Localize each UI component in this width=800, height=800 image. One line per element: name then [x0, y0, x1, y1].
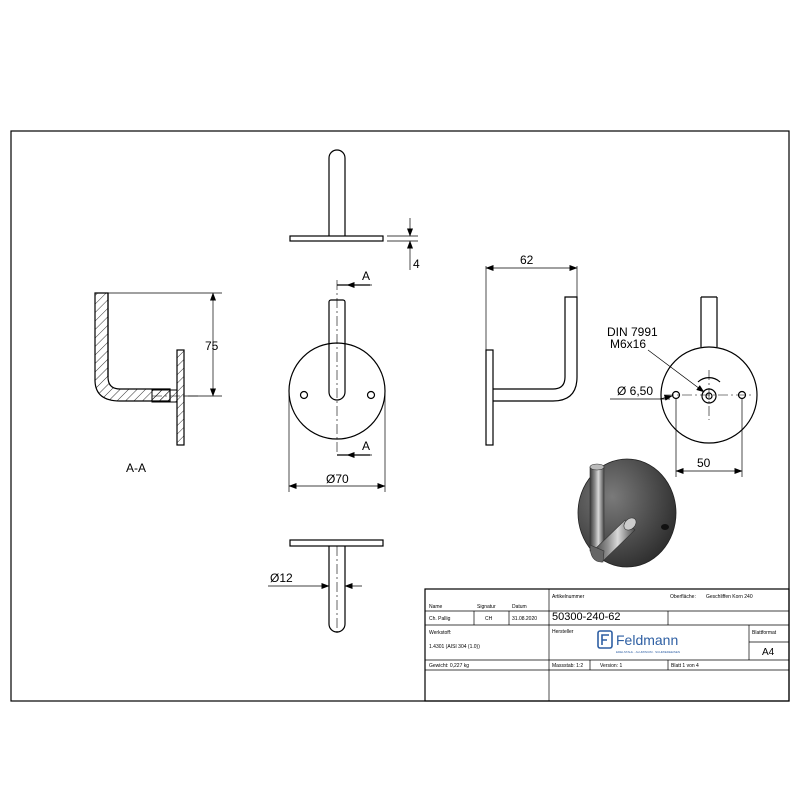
- side-view: 62: [485, 253, 578, 446]
- tb-header-surface: Oberfläche:: [670, 594, 696, 600]
- front-view: A A Ø70: [288, 269, 386, 492]
- front-view-hole-right: [366, 390, 376, 400]
- logo-tagline: EDELSTAHL · ALUMINIUM · SCHMIEDEEISEN: [616, 650, 680, 654]
- tb-header-manufacturer: Hersteller: [552, 629, 574, 635]
- tb-value-material: 1.4301 (AISI 304 (1.0)): [429, 644, 480, 650]
- tb-sheet: Blatt 1 von 4: [671, 663, 699, 669]
- sheet-frame: [10, 130, 790, 702]
- tb-header-sheet-format: Blattformat: [752, 630, 777, 636]
- render-rod: [589, 466, 605, 552]
- tb-value-surface: Geschliffen Korn 240: [706, 594, 753, 600]
- isometric-render: [577, 458, 677, 568]
- title-block: Name Signatur Datum Artikelnummer Oberfl…: [424, 588, 790, 702]
- tb-header-signature: Signatur: [477, 604, 496, 610]
- tb-value-name: Ch. Pallig: [429, 616, 451, 622]
- front-view-rod: [328, 299, 346, 401]
- section-marker-top: A: [362, 269, 370, 283]
- tb-header-material: Werkstoff:: [429, 630, 451, 636]
- render-hole: [661, 524, 669, 530]
- top-view-plate: [289, 235, 384, 242]
- tb-scale: Massstab: 1:2: [552, 663, 583, 669]
- dim-hole-diameter: Ø 6,50: [617, 384, 653, 398]
- rear-view-rod: [700, 296, 718, 347]
- section-hatch: [94, 292, 171, 402]
- dim-plate-thickness: 4: [413, 257, 420, 271]
- logo-brand: Feldmann: [616, 632, 678, 648]
- screw-standard-label: DIN 7991: [607, 325, 658, 339]
- section-label: A-A: [126, 461, 146, 475]
- rear-view: DIN 7991 M6x16 Ø 6,50 50: [607, 296, 758, 477]
- bottom-view-plate: [289, 539, 384, 547]
- tb-weight: Gewicht: 0,227 kg: [429, 663, 469, 669]
- tb-header-name: Name: [429, 604, 443, 610]
- front-view-hole-left: [299, 390, 309, 400]
- dim-section-height: 75: [205, 339, 219, 353]
- dim-hole-spacing: 50: [697, 456, 711, 470]
- side-view-arm: [493, 296, 578, 402]
- tb-value-signature: CH: [485, 616, 493, 622]
- top-view-rod: [328, 149, 346, 236]
- bottom-view: Ø12: [268, 539, 384, 636]
- screw-size-label: M6x16: [610, 337, 646, 351]
- tb-value-date: 31.08.2020: [512, 616, 537, 622]
- tb-header-article: Artikelnummer: [552, 594, 585, 600]
- section-view-a-a: 75 A-A: [94, 292, 222, 475]
- dim-plate-diameter: Ø70: [326, 472, 349, 486]
- feldmann-logo: Feldmann EDELSTAHL · ALUMINIUM · SCHMIED…: [597, 630, 680, 654]
- top-view: 4: [289, 149, 420, 271]
- section-marker-bottom: A: [362, 439, 370, 453]
- tb-value-article: 50300-240-62: [552, 611, 621, 623]
- section-plate: [176, 349, 185, 446]
- tb-version: Version: 1: [600, 663, 622, 669]
- tb-value-sheet-format: A4: [762, 647, 775, 658]
- tb-header-date: Datum: [512, 604, 527, 610]
- rear-view-plate: [660, 346, 758, 444]
- dim-rod-diameter: Ø12: [270, 571, 293, 585]
- side-view-plate: [485, 349, 494, 446]
- dim-side-projection: 62: [520, 253, 534, 267]
